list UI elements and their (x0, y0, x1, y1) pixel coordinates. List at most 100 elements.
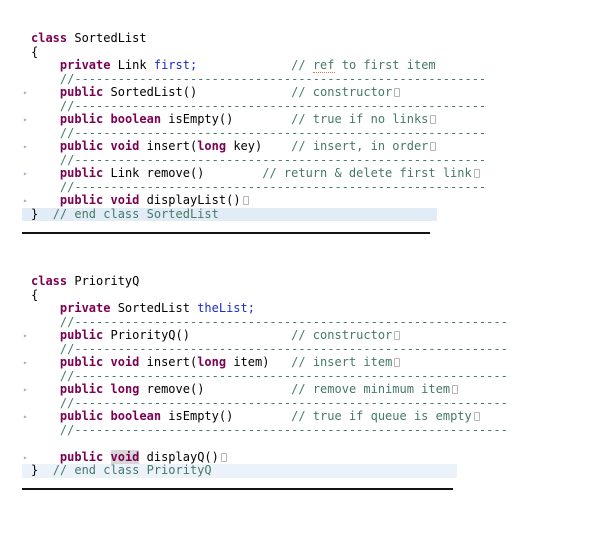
code-token (197, 85, 291, 99)
code-line[interactable]: //--------------------------------------… (0, 126, 607, 141)
code-token: //--------------------------------------… (59, 125, 487, 140)
code-line[interactable]: //--------------------------------------… (0, 99, 607, 114)
code-token: PriorityQ (67, 274, 140, 288)
code-line-text: public void displayQ() (31, 449, 227, 464)
code-line-text: class PriorityQ (31, 274, 139, 288)
code-token (31, 180, 60, 194)
code-token: // insert item (291, 355, 393, 369)
code-line[interactable]: //--------------------------------------… (0, 342, 607, 357)
code-token: // remove minimum item (291, 382, 451, 396)
fold-marker-icon[interactable]: ▸ (23, 358, 28, 367)
code-token (204, 382, 291, 396)
code-token (103, 193, 110, 207)
code-line[interactable]: private SortedList theList; (0, 301, 607, 316)
code-token: // true if no links (291, 112, 429, 126)
code-token: private (59, 58, 111, 72)
code-token (103, 409, 110, 423)
code-token: SortedList (110, 301, 198, 315)
code-token: boolean (110, 112, 162, 126)
code-line[interactable]: { (0, 288, 607, 303)
code-line-text: //--------------------------------------… (31, 369, 508, 383)
code-line-text: //--------------------------------------… (31, 126, 486, 140)
code-line[interactable]: ▸ public long remove() // remove minimum… (0, 382, 607, 397)
code-line[interactable] (0, 437, 607, 451)
fold-marker-icon[interactable]: ▸ (23, 196, 28, 205)
code-token (31, 193, 60, 207)
code-token: class (31, 274, 68, 288)
code-token: // true if queue is empty (291, 409, 472, 423)
fold-marker-icon[interactable]: ▸ (23, 115, 28, 124)
code-token: // constructor (291, 85, 393, 99)
code-line[interactable]: ▸ public SortedList() // constructor (0, 85, 607, 100)
fold-marker-icon[interactable]: ▸ (23, 88, 28, 97)
code-token: // constructor (291, 328, 393, 342)
code-token: void (110, 355, 140, 369)
code-line[interactable]: ▸ public PriorityQ() // constructor (0, 328, 607, 343)
code-line[interactable]: } // end class PriorityQ (0, 463, 607, 478)
code-line-text: } // end class PriorityQ (31, 463, 212, 477)
code-line[interactable]: private Link first; // ref to first item (0, 58, 607, 73)
code-token: Link (110, 58, 154, 72)
missing-glyph-box-icon (473, 412, 480, 421)
code-line-text: } // end class SortedList (31, 207, 219, 221)
code-line-text: //--------------------------------------… (31, 72, 486, 86)
code-line[interactable]: } // end class SortedList (0, 207, 607, 222)
code-token (233, 409, 291, 423)
code-token: //--------------------------------------… (59, 395, 508, 410)
code-token: theList; (197, 301, 255, 315)
code-token: long (197, 355, 227, 369)
code-line[interactable]: //--------------------------------------… (0, 180, 607, 195)
code-token (190, 328, 291, 342)
code-line[interactable]: class PriorityQ (0, 274, 607, 289)
code-line-text: public SortedList() // constructor (31, 85, 401, 99)
code-line[interactable]: //--------------------------------------… (0, 423, 607, 438)
code-line[interactable]: //--------------------------------------… (0, 153, 607, 168)
code-line-text: //--------------------------------------… (31, 99, 486, 113)
fold-marker-icon[interactable]: ▸ (23, 142, 28, 151)
code-line[interactable]: ▸ public boolean isEmpty() // true if no… (0, 112, 607, 127)
code-line[interactable]: ▸ public void displayQ() (0, 449, 607, 465)
code-line[interactable]: //--------------------------------------… (0, 395, 607, 411)
code-line[interactable]: ▸ public void displayList() (0, 193, 607, 208)
code-token: //--------------------------------------… (59, 314, 508, 329)
code-line[interactable]: ▸ public boolean isEmpty() // true if qu… (0, 409, 607, 424)
code-line-text: private Link first; // ref to first item (31, 58, 436, 73)
code-token: //--------------------------------------… (59, 368, 508, 383)
code-token: public (59, 449, 104, 464)
code-line[interactable]: //--------------------------------------… (0, 369, 607, 384)
missing-glyph-box-icon (394, 331, 401, 340)
code-token: private (59, 301, 111, 315)
code-token: to first item (334, 58, 436, 72)
missing-glyph-box-icon (430, 142, 437, 151)
code-line[interactable]: ▸ public void insert(long item) // inser… (0, 355, 607, 370)
code-token: Link remove() (103, 166, 205, 180)
fold-marker-icon[interactable]: ▸ (23, 385, 28, 394)
missing-glyph-box-icon (473, 169, 480, 178)
code-token (31, 355, 60, 369)
code-token: // end class PriorityQ (52, 463, 212, 477)
missing-glyph-box-icon (452, 385, 459, 394)
code-token (31, 423, 60, 437)
code-line[interactable]: class SortedList (0, 31, 607, 46)
code-token (31, 166, 60, 180)
code-line[interactable]: //--------------------------------------… (0, 314, 607, 330)
code-token (31, 153, 60, 167)
fold-marker-icon[interactable]: ▸ (23, 452, 28, 462)
fold-marker-icon[interactable]: ▸ (23, 412, 28, 421)
code-token: item) (226, 355, 270, 369)
code-line-text: public void insert(long key) // insert, … (31, 139, 437, 153)
code-token: SortedList (67, 31, 147, 45)
fold-marker-icon[interactable]: ▸ (23, 331, 28, 340)
code-token (31, 126, 60, 140)
code-token: public (59, 112, 104, 126)
code-line-text: private SortedList theList; (31, 301, 255, 315)
fold-marker-icon[interactable]: ▸ (23, 169, 28, 178)
code-line-text: public void displayList() (31, 193, 249, 207)
missing-glyph-box-icon (242, 196, 249, 205)
code-line[interactable]: //--------------------------------------… (0, 72, 607, 87)
code-line[interactable]: { (0, 45, 607, 60)
code-line[interactable]: ▸ public Link remove() // return & delet… (0, 166, 607, 181)
code-token (31, 315, 60, 329)
code-line[interactable]: ▸ public void insert(long key) // insert… (0, 139, 607, 154)
code-token (269, 355, 291, 369)
